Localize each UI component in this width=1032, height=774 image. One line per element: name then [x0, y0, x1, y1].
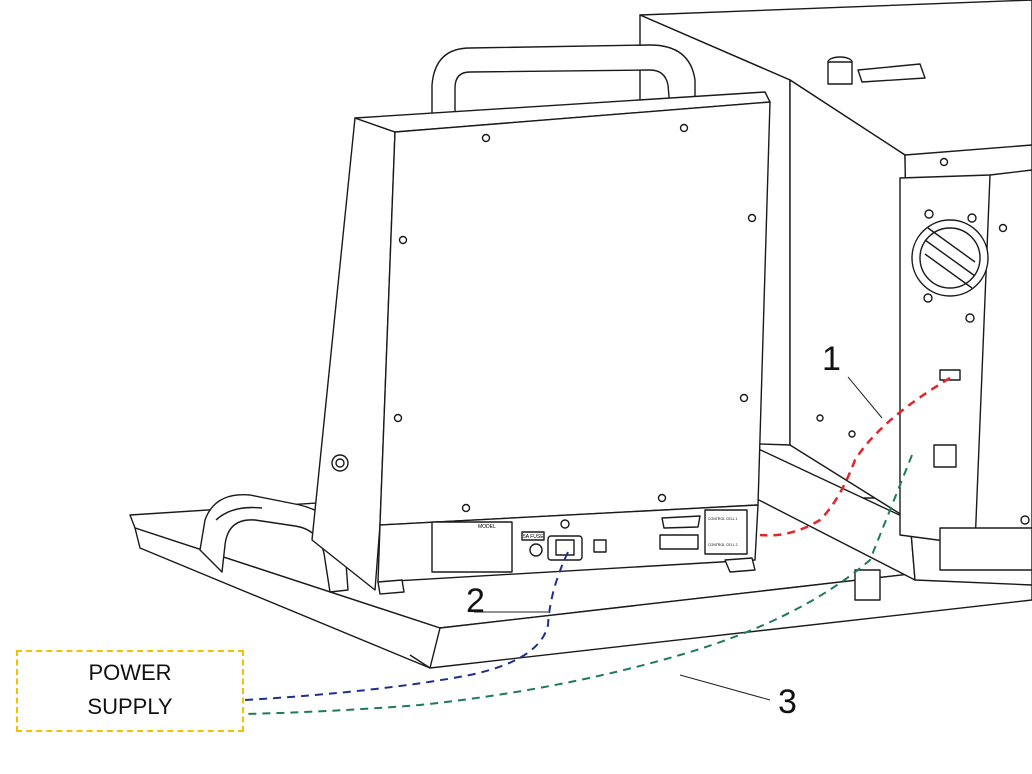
fan-module — [899, 169, 1032, 546]
right-label-plate — [939, 527, 1032, 571]
callout-2: 2 — [466, 582, 485, 620]
power-supply-line1: POWER — [88, 660, 172, 685]
panel-details — [431, 509, 748, 573]
leader-line-3 — [679, 674, 771, 701]
callout-1: 1 — [822, 340, 841, 378]
power-supply-box: POWER SUPPLY — [16, 650, 244, 732]
cable-3-green — [244, 454, 913, 715]
fuse-label: 5A FUSE — [523, 534, 544, 540]
leader-line-1 — [847, 376, 883, 419]
base-handle — [199, 494, 349, 593]
power-supply-line2: SUPPLY — [87, 694, 173, 719]
control-cell-2-label: CONTROL CELL 2 — [708, 543, 738, 547]
control-cell-1-label: CONTROL CELL 1 — [708, 517, 738, 521]
cable-1-red — [759, 376, 951, 537]
controller-box — [311, 44, 771, 595]
callout-3: 3 — [778, 683, 797, 721]
model-label: MODEL — [478, 524, 496, 530]
screws — [331, 123, 1008, 513]
